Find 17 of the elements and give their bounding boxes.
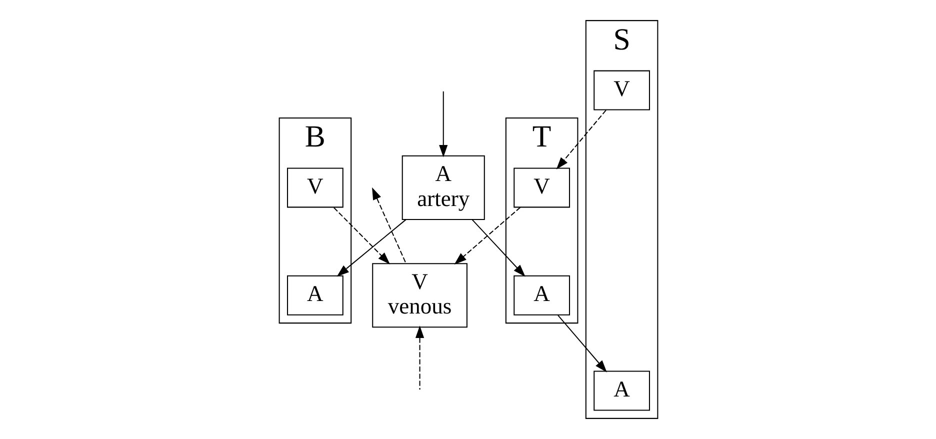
arrow bbox=[333, 207, 390, 264]
node-box: A bbox=[286, 275, 343, 316]
arrow bbox=[372, 187, 406, 264]
arrow bbox=[556, 110, 606, 170]
node-box: A bbox=[513, 275, 570, 316]
node-box: V bbox=[593, 70, 650, 110]
arrow bbox=[471, 219, 525, 277]
node-box: A bbox=[593, 370, 650, 411]
arrow bbox=[414, 326, 424, 390]
node-box: V bbox=[513, 168, 570, 208]
arrow bbox=[336, 219, 406, 277]
node-box: V bbox=[286, 168, 343, 208]
node-box: A artery bbox=[401, 155, 484, 220]
node-box: V venous bbox=[372, 263, 467, 328]
arrow bbox=[454, 207, 520, 264]
arrow bbox=[438, 91, 448, 158]
arrow bbox=[557, 314, 606, 372]
